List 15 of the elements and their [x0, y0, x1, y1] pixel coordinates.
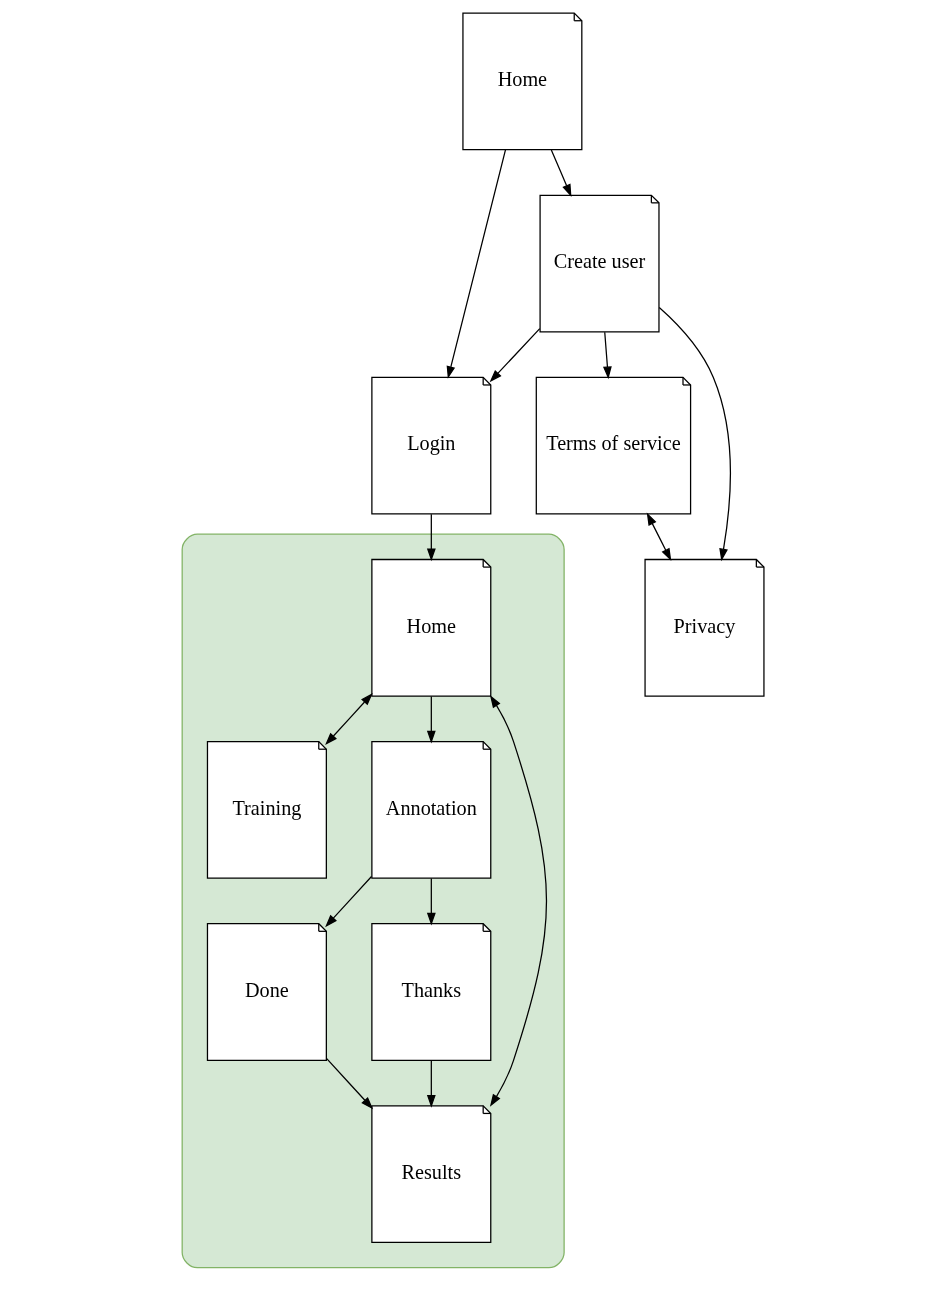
arrow — [324, 693, 373, 746]
arrow — [426, 695, 436, 744]
arrow — [426, 513, 436, 562]
arrow — [325, 1058, 373, 1110]
arrow — [658, 306, 731, 562]
arrow — [426, 877, 436, 926]
arrow — [489, 328, 540, 383]
arrow — [489, 695, 547, 1107]
cluster — [181, 533, 565, 1269]
arrow — [324, 875, 372, 928]
arrow — [602, 331, 612, 380]
arrow — [446, 149, 506, 379]
arrow — [426, 1060, 436, 1108]
arrow — [550, 149, 571, 197]
arrow — [646, 512, 671, 562]
